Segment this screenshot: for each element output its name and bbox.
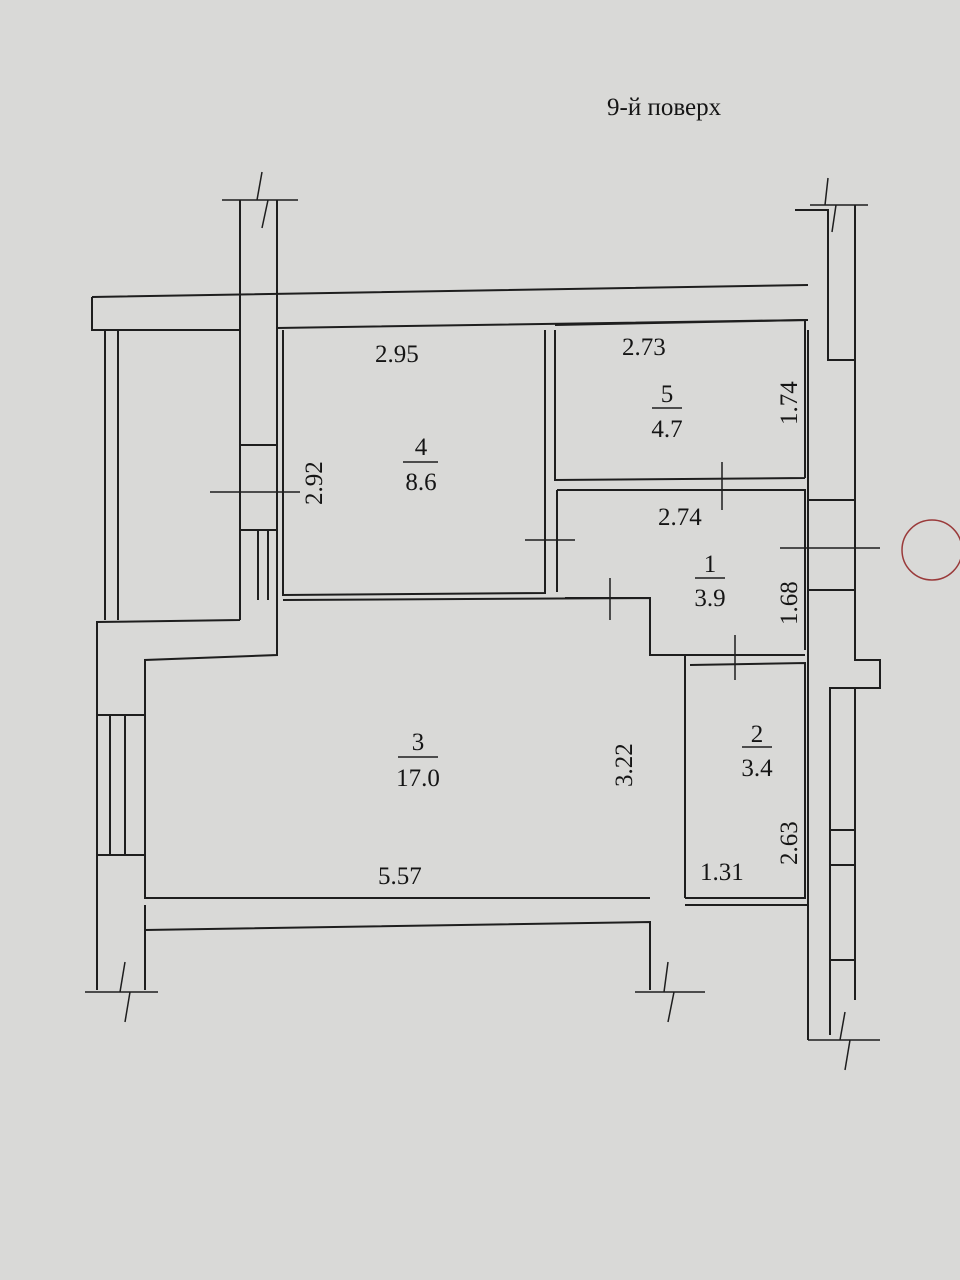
walls [85, 171, 881, 1071]
room-2-area: 3.4 [741, 755, 773, 782]
room-1-length: 1.68 [776, 581, 803, 625]
room-3-length: 3.22 [611, 743, 638, 787]
room-5-area: 4.7 [651, 416, 682, 443]
room-2-number: 2 [751, 721, 764, 748]
room-5-number: 5 [661, 381, 674, 408]
room-4-area: 8.6 [405, 469, 436, 496]
room-1-width: 2.74 [658, 504, 702, 531]
room-1-area: 3.9 [694, 585, 725, 612]
room-5-width: 2.73 [622, 334, 666, 361]
room-5-length: 1.74 [776, 381, 803, 425]
floor-title: 9-й поверх [607, 94, 722, 121]
room-4-length: 2.92 [301, 461, 328, 505]
room-1-number: 1 [704, 551, 717, 578]
room-4-width: 2.95 [375, 341, 419, 368]
room-2-length: 2.63 [776, 821, 803, 865]
room-3-width: 5.57 [378, 863, 422, 890]
room-3-number: 3 [412, 729, 425, 756]
stamp-mark [901, 519, 960, 581]
room-4-number: 4 [415, 434, 428, 461]
room-2-width: 1.31 [700, 859, 744, 886]
room-3-area: 17.0 [396, 765, 440, 792]
